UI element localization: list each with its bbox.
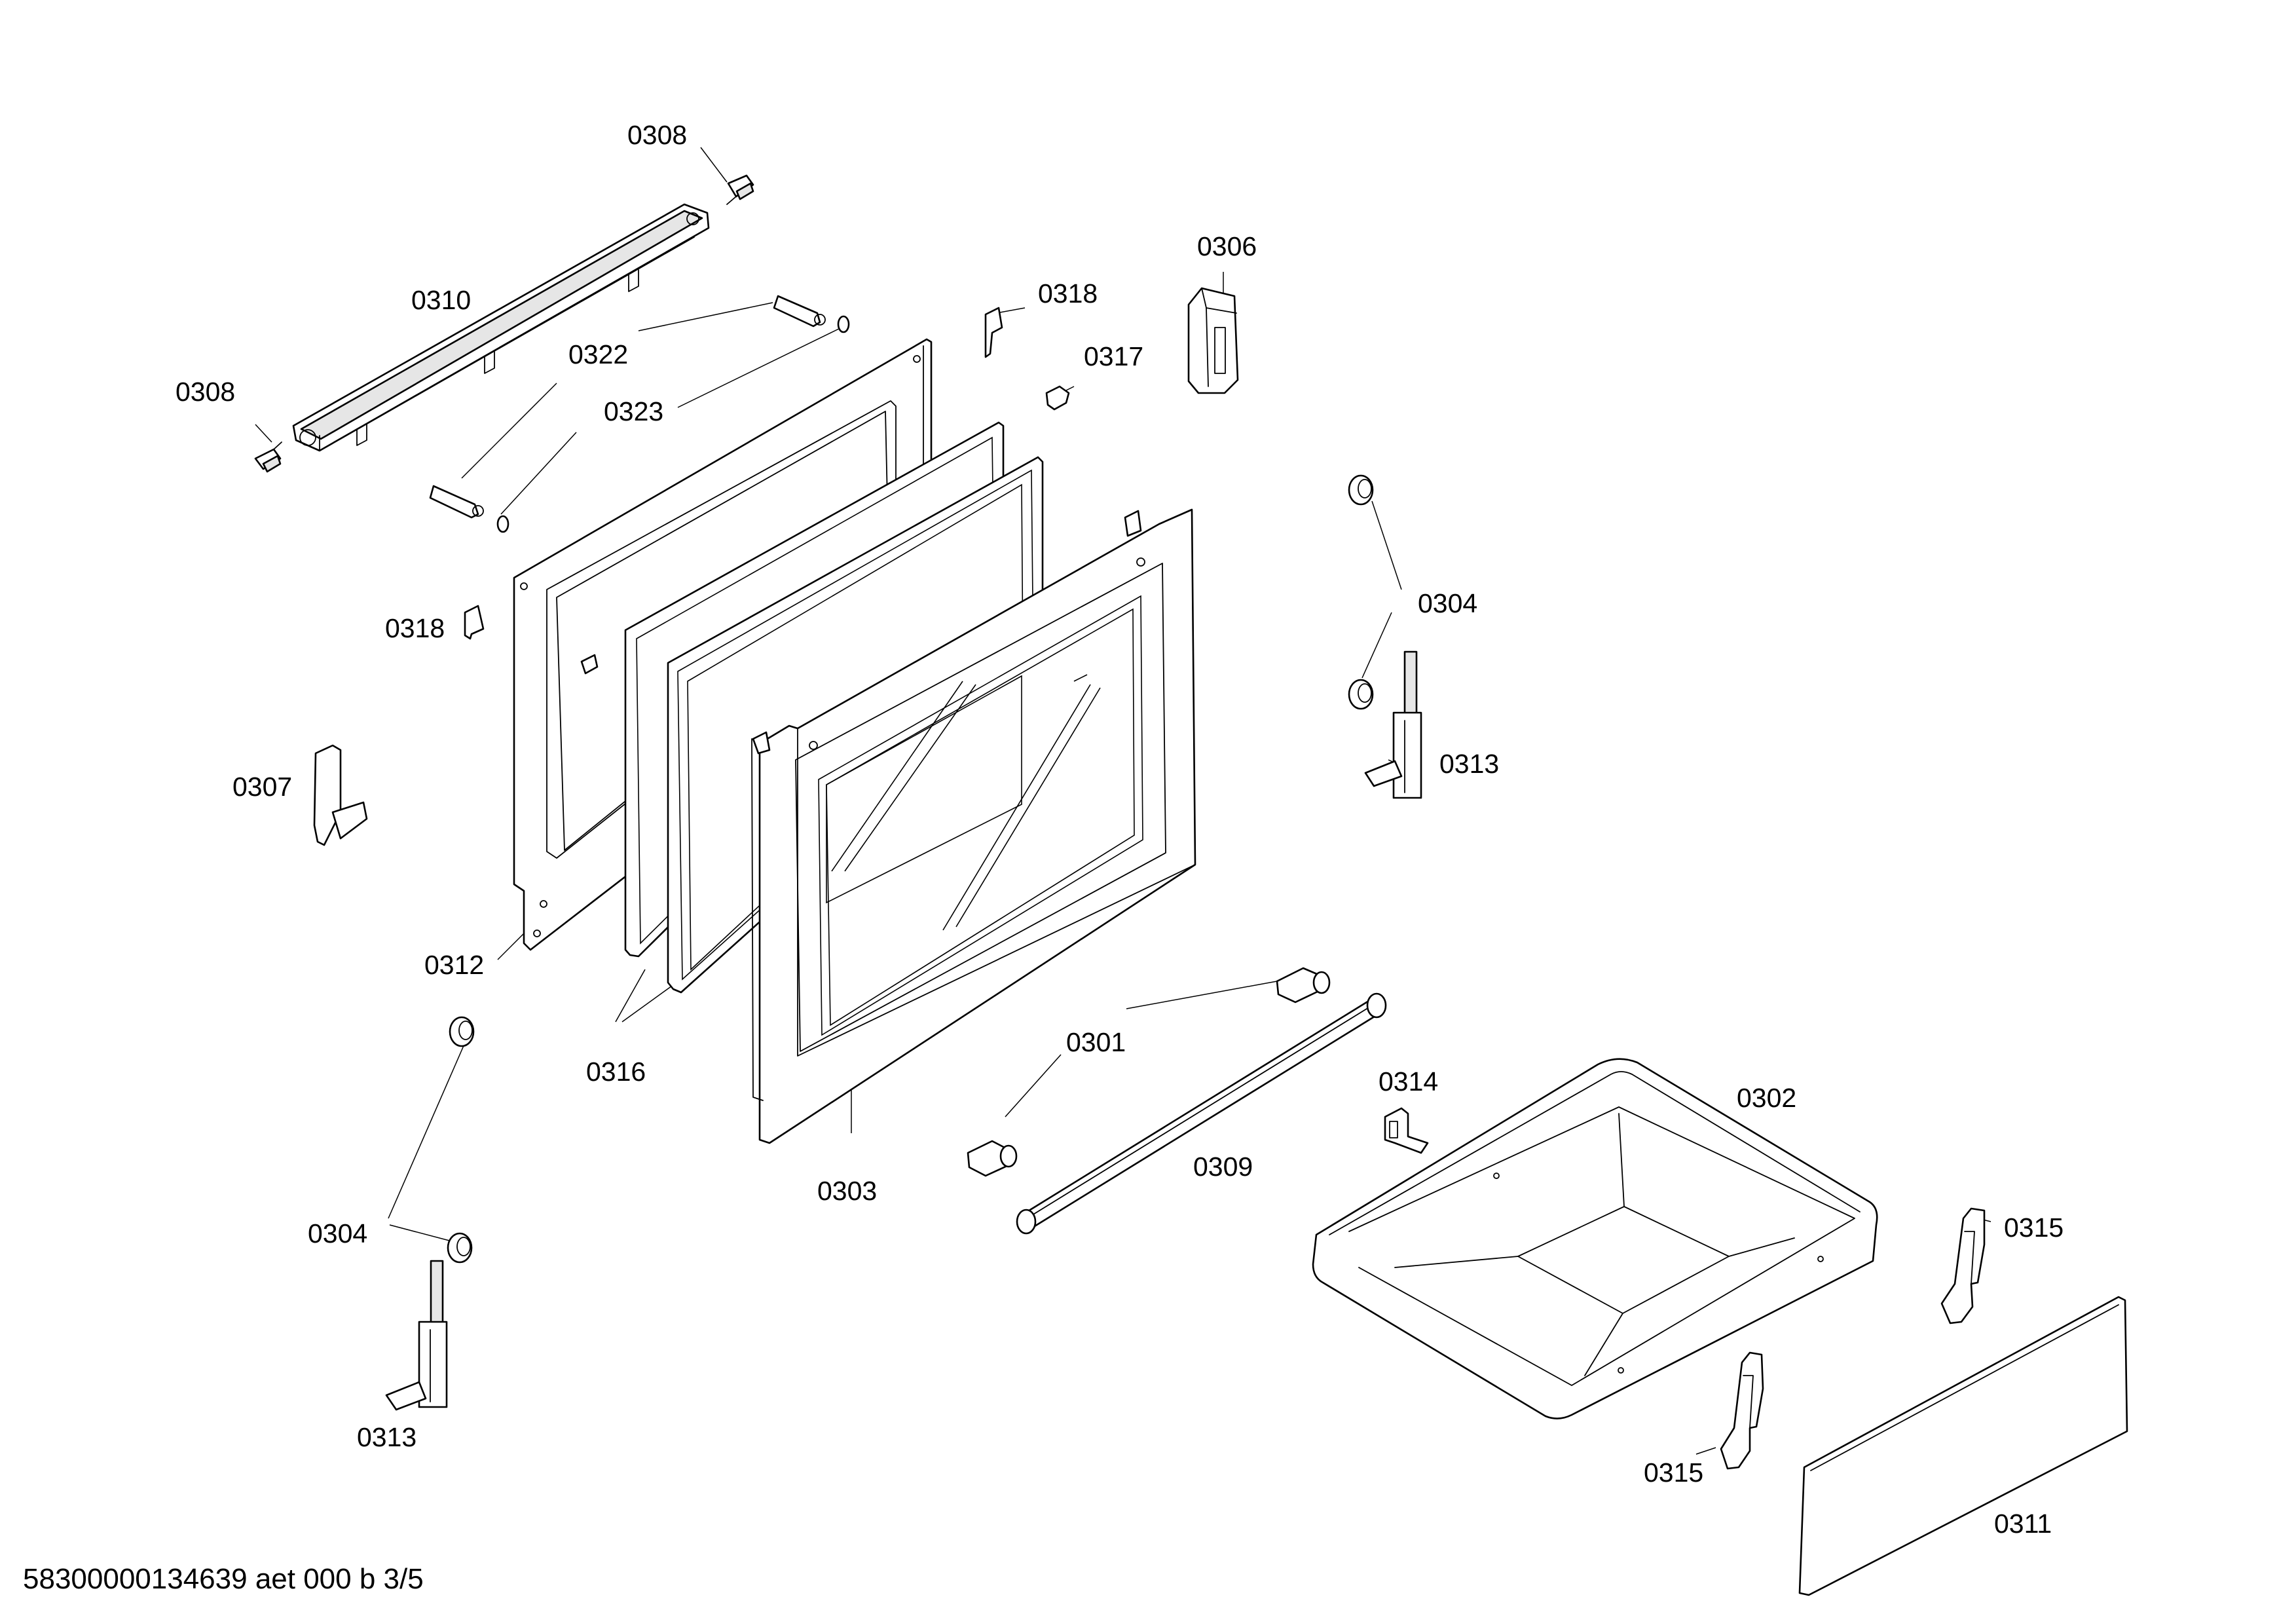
label-0315-right: 0315 xyxy=(2004,1212,2064,1243)
label-0314: 0314 xyxy=(1379,1066,1438,1097)
label-0306: 0306 xyxy=(1197,231,1257,261)
part-0314-hinge-block xyxy=(1384,1107,1429,1154)
label-0311: 0311 xyxy=(1994,1509,2052,1539)
part-0309-handle-bar xyxy=(1016,992,1387,1235)
part-0315-runner-left xyxy=(1720,1351,1764,1470)
label-0313-left: 0313 xyxy=(357,1422,417,1452)
part-0301-cap-top xyxy=(1276,967,1331,1004)
part-0323-ring-top xyxy=(837,315,850,333)
label-0310: 0310 xyxy=(411,285,471,315)
part-0311-drawer-front xyxy=(1798,1296,2128,1596)
label-0317: 0317 xyxy=(1084,341,1143,371)
label-0303: 0303 xyxy=(817,1176,877,1206)
part-0317-hinge-small xyxy=(1045,385,1070,411)
label-0302: 0302 xyxy=(1737,1083,1796,1113)
leader-lines xyxy=(255,147,1991,1455)
label-0307: 0307 xyxy=(232,772,292,802)
part-0313-hinge-right xyxy=(1364,650,1422,799)
part-0304-roller-top-left xyxy=(449,1016,475,1047)
label-0323: 0323 xyxy=(604,396,663,426)
label-0309: 0309 xyxy=(1193,1152,1253,1182)
part-labels: 0308 0310 0308 0322 0323 0318 0317 0306 … xyxy=(176,120,2064,1539)
part-0301-cap-bottom xyxy=(967,1140,1018,1177)
part-0322-pin-top xyxy=(773,295,826,328)
label-0308-top: 0308 xyxy=(627,120,687,150)
label-0304-left: 0304 xyxy=(308,1218,367,1248)
label-0301: 0301 xyxy=(1066,1027,1126,1057)
label-0308-left: 0308 xyxy=(176,377,235,407)
label-0318-left: 0318 xyxy=(385,613,445,643)
part-0313-hinge-left xyxy=(385,1260,448,1411)
label-0316: 0316 xyxy=(586,1057,646,1087)
part-0302-drawer-tray xyxy=(1312,1058,1878,1419)
label-0318-top: 0318 xyxy=(1038,278,1098,309)
label-0313-right: 0313 xyxy=(1439,749,1499,779)
part-0318-clip-left xyxy=(464,605,485,640)
document-code: 58300000134639 aet 000 b 3/5 xyxy=(23,1563,424,1595)
part-0304-roller-top-right xyxy=(1348,474,1374,506)
label-0322: 0322 xyxy=(568,339,628,369)
part-0308-screw-left xyxy=(254,441,282,473)
part-0323-ring-bottom xyxy=(496,515,509,533)
part-0310-top-rail xyxy=(292,203,710,452)
part-0306-bracket xyxy=(1187,287,1239,394)
part-0308-screw-right xyxy=(726,174,754,205)
part-0307-bracket xyxy=(313,744,368,846)
part-0315-runner-right xyxy=(1940,1207,1986,1324)
part-0304-roller-bottom-left xyxy=(447,1232,473,1264)
part-0322-pin-bottom xyxy=(429,485,484,519)
part-0318-clip-top xyxy=(984,307,1003,358)
label-0315-left: 0315 xyxy=(1644,1457,1703,1488)
label-0312: 0312 xyxy=(424,950,484,980)
part-0304-roller-mid-right xyxy=(1348,679,1374,710)
part-0303-outer-door xyxy=(751,508,1196,1144)
label-0304-right: 0304 xyxy=(1418,588,1477,618)
